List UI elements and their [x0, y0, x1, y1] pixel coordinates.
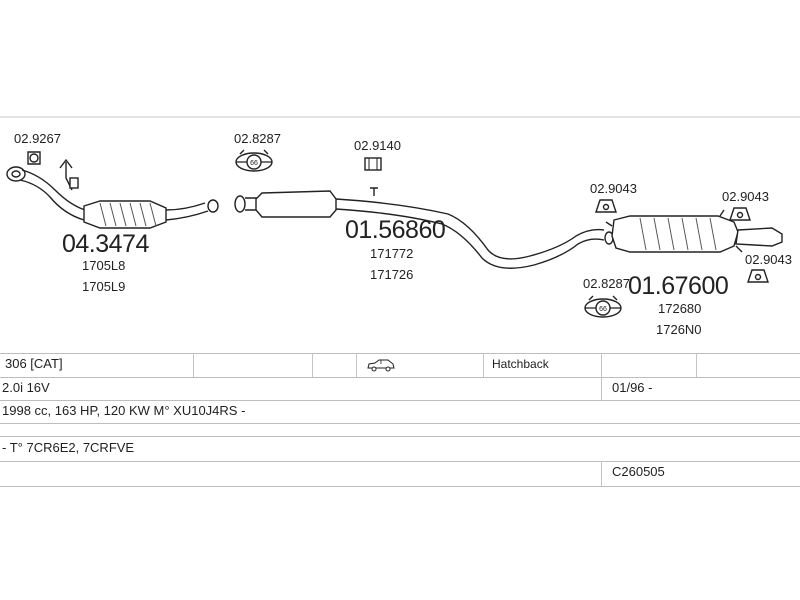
hanger-icon [364, 157, 382, 171]
engine-details-cell: 1998 cc, 163 HP, 120 KW M° XU10J4RS - [2, 403, 246, 418]
clamp-front-badge: 66 [250, 160, 258, 167]
clamp-front-fitting[interactable]: 02.8287 66 [234, 131, 281, 172]
middle-silencer-ref-2: 171726 [370, 267, 413, 282]
hatchback-car-icon [366, 358, 396, 377]
hanger-middle-label: 02.9140 [354, 138, 401, 153]
hanger-rear-right-bottom-fitting[interactable]: 02.9043 [745, 252, 792, 283]
front-pipe-ref-1: 1705L8 [82, 258, 125, 273]
rear-silencer-body [611, 215, 739, 253]
rear-silencer-ref-1: 172680 [658, 301, 701, 316]
hanger-rear-right-top-label: 02.9043 [722, 189, 769, 204]
date-from-cell: 01/96 - [612, 380, 653, 395]
hanger-rear-left-label: 02.9043 [590, 181, 637, 196]
body-type-cell: Hatchback [492, 357, 549, 371]
front-pipe-ref-2: 1705L9 [82, 279, 125, 294]
clamp-rear-badge: 66 [599, 306, 607, 313]
clamp-rear-label: 02.8287 [583, 276, 630, 291]
catalogue-code-cell: C260505 [612, 464, 665, 479]
gasket-front-label: 02.9267 [14, 131, 61, 146]
engine-short-cell: 2.0i 16V [2, 380, 50, 395]
rear-silencer-part-number: 01.67600 [628, 272, 728, 300]
middle-silencer-body [255, 190, 337, 218]
middle-silencer[interactable] [234, 187, 605, 269]
rear-silencer[interactable] [604, 209, 783, 253]
hanger-rear-right-top-fitting[interactable]: 02.9043 [722, 189, 769, 221]
front-pipe-part-number: 04.3474 [62, 230, 149, 258]
front-pipe-with-catalyst[interactable] [6, 158, 219, 229]
tail-pipe [735, 227, 783, 247]
model-cell: 306 [CAT] [5, 356, 63, 371]
type-codes-cell: - T° 7CR6E2, 7CRFVE [2, 440, 135, 455]
hanger-rear-right-bottom-label: 02.9043 [745, 252, 792, 267]
hanger-rear-left-fitting[interactable]: 02.9043 [590, 181, 637, 213]
gasket-front-fitting[interactable]: 02.9267 [14, 131, 61, 165]
rear-silencer-ref-2: 1726N0 [656, 322, 702, 337]
middle-silencer-part-number: 01.56860 [345, 216, 445, 244]
clamp-front-label: 02.8287 [234, 131, 281, 146]
clamp-rear-fitting[interactable]: 02.8287 66 [583, 276, 630, 318]
hanger-middle-fitting[interactable]: 02.9140 [354, 138, 401, 171]
middle-silencer-ref-1: 171772 [370, 246, 413, 261]
